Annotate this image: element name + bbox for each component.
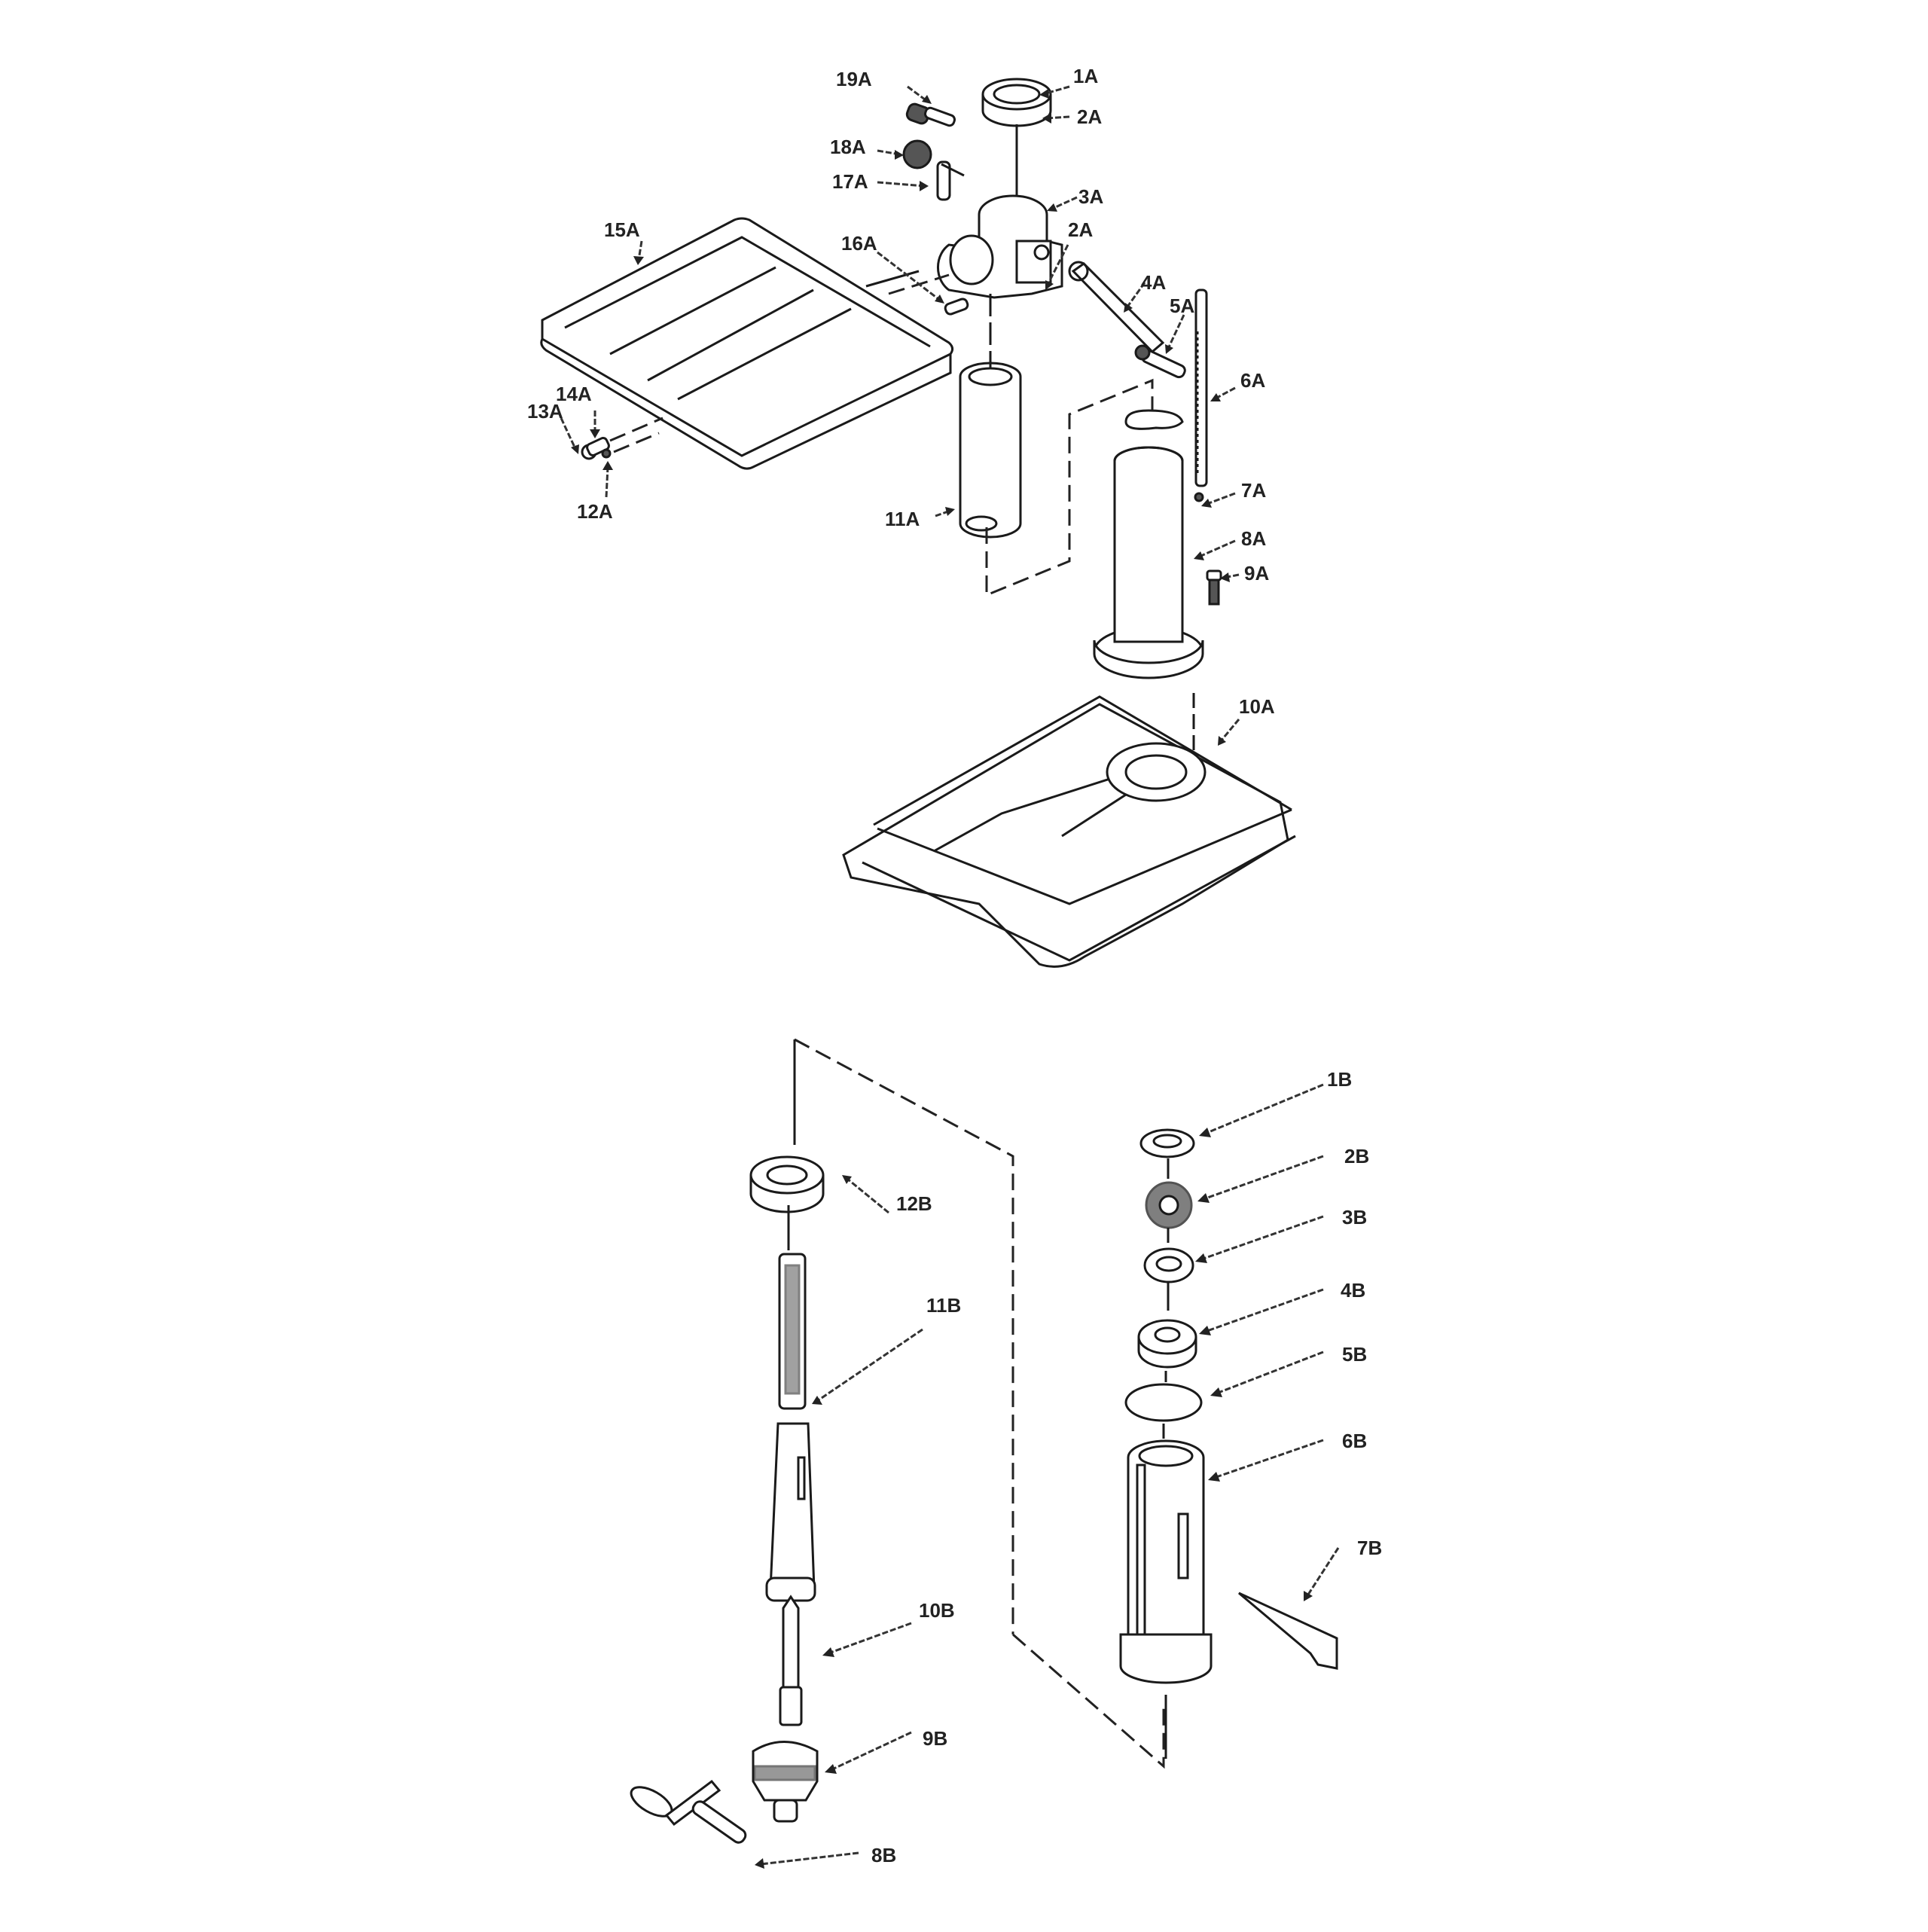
label-10B: 10B [919,1599,955,1622]
label-4A: 4A [1141,271,1167,294]
part-8B-chuck-key [630,1779,747,1844]
part-2B-lock-washer [1145,1181,1193,1229]
part-11B-spindle [765,1253,816,1602]
label-3A: 3A [1078,185,1104,208]
leader-arrows [560,85,1340,1869]
part-4B-bearing [1137,1319,1197,1369]
label-12B: 12B [896,1192,932,1215]
part-7A-setscrew [1194,492,1204,502]
label-1A: 1A [1073,65,1099,87]
part-3A-table-bracket [937,194,1063,299]
label-5A: 5A [1170,295,1195,317]
label-15A: 15A [604,218,640,241]
label-13A: 13A [527,400,563,423]
part-1A-collar [981,78,1052,127]
label-9A: 9A [1244,562,1270,584]
part-18A-gear [902,139,932,169]
label-8A: 8A [1241,527,1267,550]
part-7B-drift-key [1238,1592,1338,1670]
part-6B-quill [1119,1439,1213,1684]
label-12A: 12A [577,500,613,523]
label-11B: 11B [926,1294,962,1317]
label-7B: 7B [1357,1537,1383,1559]
label-6A: 6A [1240,369,1266,392]
part-5B-o-ring [1124,1383,1203,1422]
label-14A: 14A [556,383,592,405]
part-12B-bearing [749,1155,825,1213]
part-5A-handle-bolt [1134,344,1186,379]
label-3B: 3B [1342,1206,1368,1228]
label-11A: 11A [885,508,920,530]
part-8A-column [1093,446,1204,679]
part-17A-pin [936,160,965,201]
label-9B: 9B [923,1727,948,1750]
label-16A: 16A [841,232,877,255]
label-4B: 4B [1341,1279,1366,1302]
label-8B: 8B [871,1844,897,1866]
label-2A-top: 2A [1077,105,1103,128]
part-6A-rack [1194,288,1208,487]
label-18A: 18A [830,136,866,158]
part-9B-drill-chuck [752,1741,819,1823]
part-16A-pin [944,298,969,316]
part-4A-crank-handle [1068,261,1165,354]
label-2A-mid: 2A [1068,218,1094,241]
part-19A-worm-screw [905,102,956,127]
part-13A-12A-14A-fasteners [581,417,664,460]
part-15A-table [540,217,954,470]
part-10A-base [842,695,1296,968]
label-10A: 10A [1239,695,1275,718]
label-6B: 6B [1342,1430,1368,1452]
label-19A: 19A [836,68,872,90]
label-1B: 1B [1327,1068,1353,1091]
label-2B: 2B [1344,1145,1370,1167]
label-17A: 17A [832,170,868,193]
part-11A-column-sleeve [959,362,1022,539]
part-1B-bearing [1139,1128,1195,1158]
part-10B-arbor [779,1595,803,1726]
part-cam-insert [1124,409,1184,430]
part-9A-bolt [1206,569,1222,606]
label-7A: 7A [1241,479,1267,502]
label-5B: 5B [1342,1343,1368,1366]
part-3B-bearing [1143,1247,1194,1283]
